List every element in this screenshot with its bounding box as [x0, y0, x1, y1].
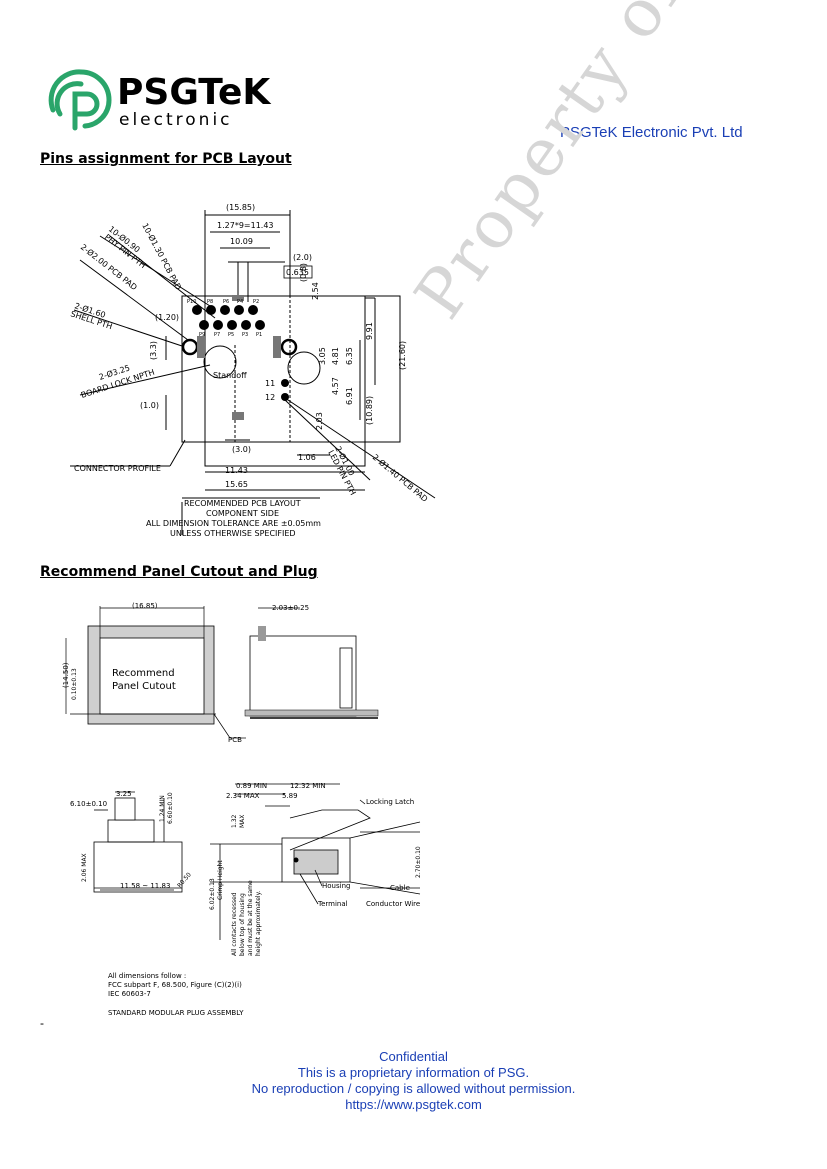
- dim-2-03: 2.03±0.25: [272, 604, 309, 612]
- plug-note-4: STANDARD MODULAR PLUG ASSEMBLY: [108, 1009, 244, 1017]
- svg-text:1.27*9=11.43: 1.27*9=11.43: [217, 221, 274, 230]
- svg-text:RECOMMENDED PCB LAYOUT: RECOMMENDED PCB LAYOUT: [184, 499, 301, 508]
- dim-14-50: (14.50): [62, 662, 70, 688]
- plug-note-2: FCC subpart F, 68.500, Figure (C)(2)(i): [108, 981, 242, 989]
- svg-text:below top of housing: below top of housing: [239, 893, 246, 956]
- svg-text:12.32 MIN: 12.32 MIN: [290, 782, 326, 790]
- svg-text:(2.0): (2.0): [293, 253, 312, 262]
- svg-text:9.91: 9.91: [365, 322, 374, 340]
- pcb-label: PCB: [228, 736, 242, 744]
- svg-text:12: 12: [265, 393, 275, 402]
- svg-text:(0.8): (0.8): [299, 263, 308, 282]
- plug-note-3: IEC 60603-7: [108, 990, 151, 998]
- svg-text:Terminal: Terminal: [317, 900, 348, 908]
- svg-text:15.65: 15.65: [225, 480, 248, 489]
- svg-text:(21.60): (21.60): [398, 341, 407, 370]
- cutout-label-2: Panel Cutout: [112, 681, 176, 692]
- panel-section-title: Recommend Panel Cutout and Plug: [40, 564, 318, 580]
- cutout-label-1: Recommend: [112, 668, 175, 679]
- footer: Confidential This is a proprietary infor…: [0, 1049, 827, 1113]
- svg-text:(10.89): (10.89): [365, 396, 374, 425]
- svg-text:Cable: Cable: [390, 884, 410, 892]
- svg-text:Standoff: Standoff: [213, 371, 247, 380]
- svg-text:2.34 MAX: 2.34 MAX: [226, 792, 260, 800]
- svg-text:10-Ø1.30 PCB PAD: 10-Ø1.30 PCB PAD: [140, 221, 184, 291]
- svg-text:6.02±0.13: 6.02±0.13: [209, 878, 216, 910]
- svg-text:Conductor Wire: Conductor Wire: [366, 900, 420, 908]
- svg-text:6.10±0.10: 6.10±0.10: [70, 800, 107, 808]
- svg-text:0.89 MIN: 0.89 MIN: [236, 782, 267, 790]
- dim-0-10: 0.10±0.13: [71, 668, 78, 700]
- svg-text:(3.0): (3.0): [232, 445, 251, 454]
- svg-text:6.91: 6.91: [345, 387, 354, 405]
- svg-text:1.06: 1.06: [298, 453, 316, 462]
- footer-no-reproduction: No reproduction / copying is allowed wit…: [251, 1081, 576, 1096]
- svg-text:1.24 MIN: 1.24 MIN: [159, 795, 166, 822]
- svg-text:P2: P2: [253, 299, 259, 305]
- svg-text:(3.3): (3.3): [149, 341, 158, 360]
- pcb-section-title: Pins assignment for PCB Layout: [40, 151, 292, 167]
- svg-text:1.32: 1.32: [231, 814, 238, 828]
- company-name: PSGTeK Electronic Pvt. Ltd: [560, 124, 743, 141]
- svg-text:3.25: 3.25: [116, 790, 132, 798]
- svg-text:11: 11: [265, 379, 275, 388]
- svg-text:Housing: Housing: [322, 882, 350, 890]
- svg-text:P5: P5: [228, 332, 234, 338]
- svg-text:CONNECTOR PROFILE: CONNECTOR PROFILE: [74, 464, 161, 473]
- footer-proprietary: This is a proprietary information of PSG…: [297, 1065, 530, 1080]
- svg-text:(1.0): (1.0): [140, 401, 159, 410]
- svg-text:P6: P6: [223, 299, 229, 305]
- logo-text: PSGTeK: [117, 72, 271, 113]
- svg-text:height approximately.: height approximately.: [255, 891, 262, 956]
- plug-note-1: All dimensions follow :: [108, 972, 186, 980]
- svg-text:Crimp Height: Crimp Height: [217, 860, 224, 900]
- svg-text:10.09: 10.09: [230, 237, 253, 246]
- dim-16-85: (16.85): [132, 602, 158, 610]
- footer-confidential: Confidential: [379, 1049, 448, 1064]
- svg-text:0.635: 0.635: [286, 268, 309, 277]
- svg-text:3.05: 3.05: [318, 347, 327, 365]
- logo-subtext: electronic: [119, 110, 233, 130]
- svg-text:5.89: 5.89: [282, 792, 298, 800]
- svg-text:2.03: 2.03: [315, 412, 324, 430]
- svg-text:11.43: 11.43: [225, 466, 248, 475]
- svg-text:P7: P7: [214, 332, 220, 338]
- svg-text:All contacts recessed: All contacts recessed: [231, 892, 238, 956]
- svg-text:6.60±0.10: 6.60±0.10: [167, 792, 174, 824]
- svg-text:P10: P10: [187, 299, 196, 305]
- svg-text:UNLESS OTHERWISE SPECIFIED: UNLESS OTHERWISE SPECIFIED: [170, 529, 296, 538]
- svg-text:P9: P9: [199, 332, 205, 338]
- stray-dash: -: [40, 1016, 44, 1030]
- svg-text:Locking Latch: Locking Latch: [366, 798, 414, 806]
- svg-text:R0.50: R0.50: [176, 871, 193, 889]
- svg-text:COMPONENT SIDE: COMPONENT SIDE: [206, 509, 279, 518]
- svg-text:4.81: 4.81: [331, 347, 340, 365]
- svg-text:6.35: 6.35: [345, 347, 354, 365]
- panel-cutout-drawing: (16.85) (14.50) 0.10±0.13 2.03±0.25 Reco…: [62, 602, 379, 744]
- svg-text:4.57: 4.57: [331, 377, 340, 395]
- svg-text:P4: P4: [237, 299, 243, 305]
- svg-text:2.70±0.10: 2.70±0.10: [415, 846, 422, 878]
- svg-text:and must be at the same: and must be at the same: [247, 880, 254, 956]
- svg-text:2-Ø1.40 PCB PAD: 2-Ø1.40 PCB PAD: [371, 452, 430, 504]
- svg-text:(15.85): (15.85): [226, 203, 255, 212]
- svg-text:(1.20): (1.20): [155, 313, 179, 322]
- svg-text:P3: P3: [242, 332, 248, 338]
- pcb-layout-drawing: (15.85) 1.27*9=11.43 10.09 (2.0) 0.635 (…: [69, 203, 436, 538]
- svg-text:P8: P8: [207, 299, 213, 305]
- svg-text:2.06 MAX: 2.06 MAX: [81, 853, 88, 882]
- svg-text:MAX: MAX: [239, 815, 246, 828]
- svg-text:2.54: 2.54: [311, 282, 320, 300]
- svg-text:P1: P1: [256, 332, 262, 338]
- svg-text:11.58 ~ 11.83: 11.58 ~ 11.83: [120, 882, 170, 890]
- footer-url-link[interactable]: https://www.psgtek.com: [345, 1097, 482, 1112]
- psgtek-logo: PSGTeK electronic: [48, 69, 271, 131]
- svg-text:ALL DIMENSION TOLERANCE ARE ±0: ALL DIMENSION TOLERANCE ARE ±0.05mm: [146, 519, 321, 528]
- plug-assembly-drawing: 3.25 6.10±0.10 11.58 ~ 11.83 0.89 MIN 12…: [70, 782, 422, 1017]
